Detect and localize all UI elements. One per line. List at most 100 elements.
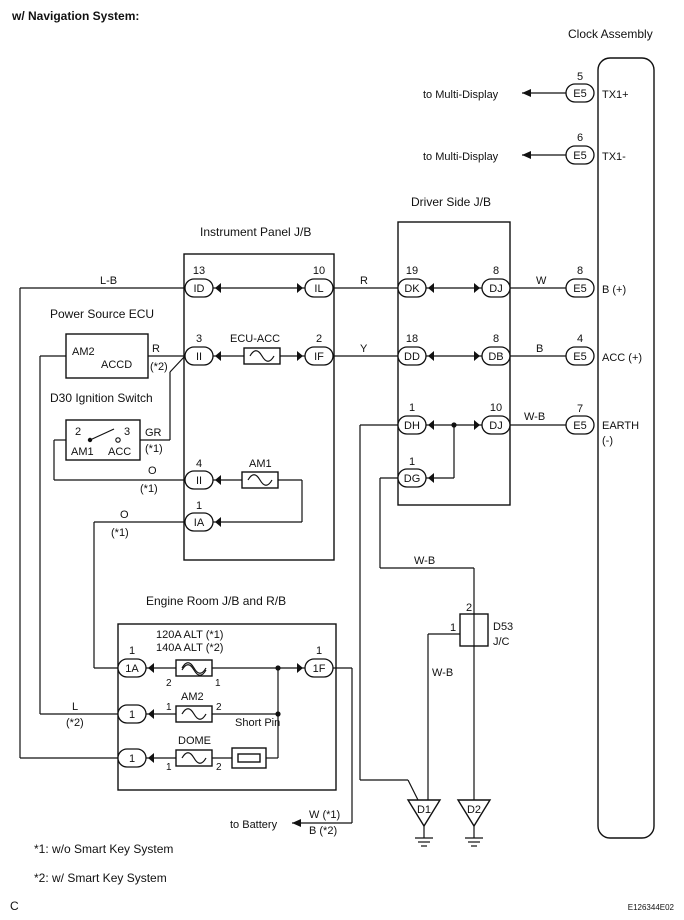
wire-b: B <box>536 343 543 355</box>
svg-text:4: 4 <box>577 333 583 345</box>
wire-wb-3: W-B <box>432 667 453 679</box>
ignition-switch-box <box>65 419 141 461</box>
svg-text:1: 1 <box>166 702 172 713</box>
svg-text:to Battery: to Battery <box>230 819 278 831</box>
svg-text:13: 13 <box>193 265 205 277</box>
ip-jb-box <box>183 253 335 561</box>
power-source-ecu-box <box>65 333 149 379</box>
svg-text:E5: E5 <box>573 420 586 432</box>
to-multi-display-1: to Multi-Display <box>423 89 499 101</box>
ground-d1: D1 <box>406 799 442 847</box>
svg-text:6: 6 <box>577 132 583 144</box>
svg-text:EARTH: EARTH <box>602 420 639 432</box>
svg-text:7: 7 <box>577 403 583 415</box>
wire-o-1: O <box>148 465 157 477</box>
svg-text:2: 2 <box>216 702 222 713</box>
wire-r-ecu: R <box>152 343 160 355</box>
svg-text:(-): (-) <box>602 435 613 447</box>
fuse-am1-label: AM1 <box>249 458 272 470</box>
svg-text:3: 3 <box>124 426 130 438</box>
clock-pin-earth: 7 E5 EARTH (-) <box>565 403 639 447</box>
svg-text:1: 1 <box>129 645 135 657</box>
svg-text:II: II <box>196 475 202 487</box>
svg-text:AM2: AM2 <box>181 691 204 703</box>
wire-o-2: O <box>120 509 129 521</box>
svg-text:10: 10 <box>490 402 502 414</box>
svg-text:(*1): (*1) <box>111 527 129 539</box>
svg-text:IA: IA <box>194 517 205 529</box>
svg-text:II: II <box>196 351 202 363</box>
ip-jb-label: Instrument Panel J/B <box>200 225 311 239</box>
driver-side-jb-box <box>397 221 511 506</box>
note-1: *1: w/o Smart Key System <box>34 842 173 856</box>
svg-text:IL: IL <box>314 283 323 295</box>
svg-text:E5: E5 <box>573 88 586 100</box>
engine-room-jb-label: Engine Room J/B and R/B <box>146 594 286 608</box>
ip-jb-row-id-il: 13 ID 10 IL <box>184 265 398 298</box>
wire-wb-2: W-B <box>414 555 435 567</box>
svg-text:(*1): (*1) <box>140 483 158 495</box>
svg-text:DB: DB <box>488 351 503 363</box>
svg-text:J/C: J/C <box>493 636 510 648</box>
svg-text:3: 3 <box>196 333 202 345</box>
clock-pin-acc: 4 E5 ACC (+) <box>565 333 642 366</box>
svg-text:2: 2 <box>75 426 81 438</box>
svg-text:140A ALT (*2): 140A ALT (*2) <box>156 642 223 654</box>
svg-text:8: 8 <box>577 265 583 277</box>
diagram-title: w/ Navigation System: <box>11 9 139 23</box>
note-2: *2: w/ Smart Key System <box>34 871 167 885</box>
svg-text:DJ: DJ <box>489 283 502 295</box>
svg-text:(*2): (*2) <box>66 717 84 729</box>
svg-text:AM2: AM2 <box>72 346 95 358</box>
svg-text:19: 19 <box>406 265 418 277</box>
driver-jb-row-earth: 1 DH 10 DJ 1 DG <box>397 402 566 488</box>
ignition-switch-label: D30 Ignition Switch <box>50 391 153 405</box>
svg-text:5: 5 <box>577 71 583 83</box>
clock-assembly-box <box>597 57 655 839</box>
junction-connector-d53: 2 1 D53 J/C <box>427 602 513 800</box>
svg-text:2: 2 <box>166 678 172 689</box>
driver-jb-row-bplus: 19 DK 8 DJ <box>397 265 566 298</box>
svg-text:E5: E5 <box>573 283 586 295</box>
to-multi-display-2: to Multi-Display <box>423 151 499 163</box>
wire-lb: L-B <box>100 275 117 287</box>
svg-text:DG: DG <box>404 473 421 485</box>
svg-text:2: 2 <box>466 602 472 614</box>
svg-text:1A: 1A <box>125 663 139 675</box>
svg-text:4: 4 <box>196 458 202 470</box>
to-battery: to Battery W (*1) B (*2) <box>230 667 353 837</box>
svg-text:120A ALT (*1): 120A ALT (*1) <box>156 629 223 641</box>
svg-text:8: 8 <box>493 333 499 345</box>
clock-pin-tx1m: 6 E5 TX1- to Multi-Display <box>423 132 626 165</box>
svg-text:1: 1 <box>316 645 322 657</box>
svg-text:Short Pin: Short Pin <box>235 717 280 729</box>
svg-text:18: 18 <box>406 333 418 345</box>
svg-text:B (+): B (+) <box>602 284 626 296</box>
footer-letter: C <box>10 899 19 913</box>
svg-text:1F: 1F <box>313 663 326 675</box>
svg-text:ID: ID <box>194 283 205 295</box>
svg-text:1: 1 <box>129 709 135 721</box>
wire-gr: GR <box>145 427 162 439</box>
svg-text:(*1): (*1) <box>145 443 163 455</box>
clock-pin-tx1p: 5 E5 TX1+ to Multi-Display <box>423 71 629 103</box>
svg-text:E5: E5 <box>573 150 586 162</box>
svg-text:D2: D2 <box>467 804 481 816</box>
svg-text:1: 1 <box>409 456 415 468</box>
svg-text:B (*2): B (*2) <box>309 825 337 837</box>
svg-text:AM1: AM1 <box>71 446 94 458</box>
svg-text:1: 1 <box>129 753 135 765</box>
driver-side-jb-label: Driver Side J/B <box>411 195 491 209</box>
wire-l: L <box>72 701 78 713</box>
svg-text:1: 1 <box>215 678 221 689</box>
svg-text:1: 1 <box>409 402 415 414</box>
svg-text:1: 1 <box>450 622 456 634</box>
clock-pin-bplus: 8 E5 B (+) <box>565 265 626 298</box>
wire-w: W <box>536 275 547 287</box>
svg-text:ACCD: ACCD <box>101 359 132 371</box>
svg-text:DOME: DOME <box>178 735 211 747</box>
engine-jb-alt-row: 1 1A 120A ALT (*1) 140A ALT (*2) 2 1 1 1… <box>117 629 334 689</box>
wire-y: Y <box>360 343 368 355</box>
clock-assembly-label: Clock Assembly <box>568 27 653 41</box>
